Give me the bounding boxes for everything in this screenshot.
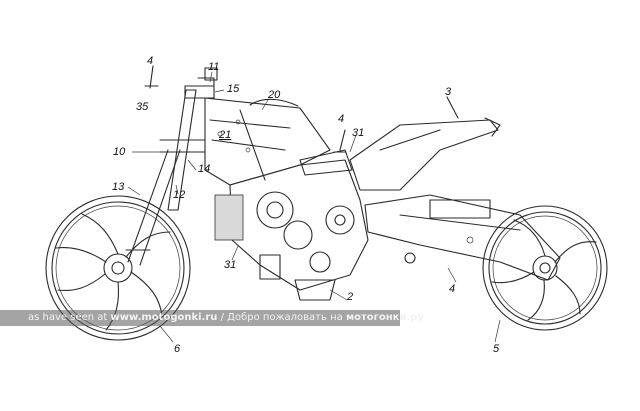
watermark-site: www.motogonki.ru [110, 312, 218, 323]
label-31a: 31 [352, 127, 364, 139]
reference-labels: 4 35 11 15 20 21 10 14 12 13 4 31 3 31 2… [112, 55, 500, 355]
label-4a: 4 [147, 55, 153, 67]
label-4c: 4 [449, 283, 455, 295]
label-11: 11 [208, 61, 219, 73]
label-14: 14 [198, 163, 210, 175]
watermark-middle: / Добро пожаловать на [217, 312, 346, 323]
engine-cover-hatch [214, 194, 244, 241]
swingarm [364, 194, 561, 281]
frame [204, 97, 331, 186]
rear-wheel [482, 205, 608, 331]
label-10: 10 [113, 146, 126, 158]
label-13: 13 [112, 181, 125, 193]
front-fork [125, 67, 218, 266]
front-wheel [45, 195, 191, 341]
label-4b: 4 [338, 113, 344, 125]
leader-lines [127, 65, 501, 343]
label-5: 5 [493, 343, 500, 355]
label-12: 12 [173, 189, 185, 201]
label-2: 2 [346, 291, 353, 303]
watermark-brand: мотогонки.ру [345, 312, 424, 323]
watermark-prefix: as have seen at [28, 312, 111, 323]
rear-subframe [349, 117, 501, 191]
label-31b: 31 [224, 259, 236, 271]
label-6: 6 [174, 343, 181, 355]
label-21: 21 [218, 129, 231, 141]
watermark-text: as have seen at www.motogonki.ru / Добро… [28, 312, 424, 323]
label-3: 3 [445, 86, 452, 98]
label-20: 20 [267, 89, 281, 101]
engine [214, 149, 369, 301]
watermark-band [0, 310, 400, 326]
label-15: 15 [227, 83, 240, 95]
label-35: 35 [136, 101, 149, 113]
